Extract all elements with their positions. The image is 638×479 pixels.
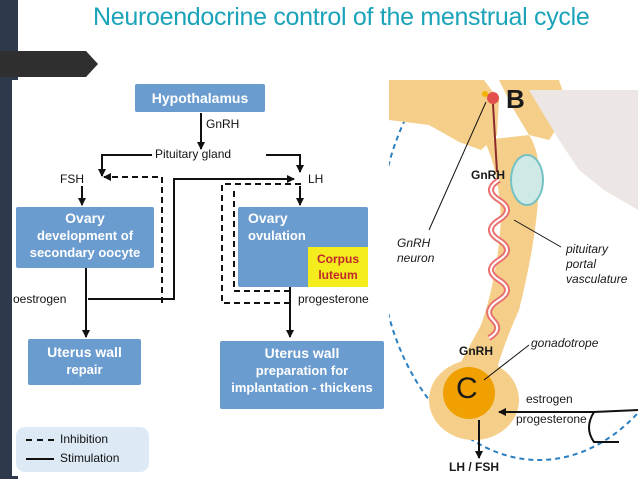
flow-diagram: Hypothalamus GnRH Pituitary gland FSH LH… xyxy=(12,80,386,476)
label-b: B xyxy=(506,84,525,114)
title-tab xyxy=(0,51,86,77)
dashed-line-swatch xyxy=(26,438,54,441)
gnrh-neuron-label: GnRH neuron xyxy=(397,236,434,266)
neuron-pointer xyxy=(428,101,487,231)
uterus-left-line1: repair xyxy=(66,362,103,377)
ovary-right-title: Ovary xyxy=(248,210,288,226)
corpus-line2: luteum xyxy=(318,268,358,282)
portal-vasculature-label: pituitary portal vasculature xyxy=(566,242,627,287)
flow-connectors xyxy=(78,113,304,338)
gonadotrope-cell xyxy=(443,367,495,419)
progesterone-label-anat: progesterone xyxy=(516,412,587,426)
neuron-dot xyxy=(482,91,488,97)
gnrh-neuron-line1: GnRH xyxy=(397,236,431,250)
neuron-body xyxy=(487,92,499,104)
outer-dashed-circle xyxy=(389,80,638,461)
ovary-right-box: Ovary ovulation xyxy=(238,207,368,287)
ovary-right-line1: ovulation xyxy=(248,228,306,243)
ovary-left-line1: development of xyxy=(36,228,134,243)
uterus-right-box: Uterus wall preparation for implantation… xyxy=(220,341,384,409)
legend-inhibition-label: Inhibition xyxy=(60,432,109,446)
gnrh-top-label: GnRH xyxy=(471,168,505,182)
ovary-left-line2: secondary oocyte xyxy=(29,245,141,260)
portal-line2: portal xyxy=(566,257,597,271)
legend: Inhibition Stimulation xyxy=(16,427,149,472)
uterus-right-title: Uterus wall xyxy=(264,345,340,361)
legend-stimulation: Stimulation xyxy=(26,451,119,465)
gnrh-label: GnRH xyxy=(206,117,240,131)
fsh-label: FSH xyxy=(60,172,84,186)
title-tab-arrow xyxy=(86,51,98,77)
anatomy-illustration: B GnRH GnRH neuron pituitary portal vasc… xyxy=(389,80,638,479)
gnrh-neuron-line2: neuron xyxy=(397,251,435,265)
neuron-axon xyxy=(492,103,498,173)
oestrogen-label: oestrogen xyxy=(13,292,67,306)
uterus-left-box: Uterus wall repair xyxy=(28,339,141,385)
oestrogen-inhibition-line xyxy=(103,173,163,303)
pituitary-lh-arrow xyxy=(266,154,304,173)
anatomy-drawing xyxy=(389,80,638,461)
gonadotrope-pointer xyxy=(483,344,530,381)
portal-line1: pituitary xyxy=(566,242,609,256)
progesterone-label: progesterone xyxy=(298,292,369,306)
corpus-luteum-box: Corpus luteum xyxy=(308,247,368,287)
posterior-lobe xyxy=(510,154,544,206)
corpus-line1: Corpus xyxy=(317,252,359,266)
legend-inhibition: Inhibition xyxy=(26,432,108,446)
background-tissue xyxy=(529,90,638,210)
ovary-left-title: Ovary xyxy=(65,210,105,226)
portal-vessel-highlight xyxy=(488,179,508,339)
pituitary-fsh-arrow xyxy=(98,154,152,177)
progesterone-inhibition-line-2 xyxy=(233,190,290,292)
pituitary-label: Pituitary gland xyxy=(155,147,232,161)
uterus-right-line2: implantation - thickens xyxy=(231,380,373,395)
uterus-right-line1: preparation for xyxy=(255,363,349,378)
estrogen-label: estrogen xyxy=(526,392,573,406)
gonadotrope-label: gonadotrope xyxy=(531,336,599,350)
label-c: C xyxy=(456,372,478,405)
solid-line-swatch xyxy=(26,457,54,460)
hypothalamus-box: Hypothalamus xyxy=(135,84,265,112)
feedback-loop xyxy=(588,409,638,443)
lh-label: LH xyxy=(308,172,324,186)
progesterone-inhibition-line xyxy=(221,183,304,304)
ovary-left-box: Ovary development of secondary oocyte xyxy=(16,207,154,268)
portal-line3: vasculature xyxy=(566,272,628,286)
oestrogen-stimulation-line xyxy=(88,175,295,300)
hypothalamus-region xyxy=(389,80,499,150)
slide-title: Neuroendocrine control of the menstrual … xyxy=(93,3,590,31)
lh-fsh-label: LH / FSH xyxy=(449,460,499,474)
legend-stimulation-label: Stimulation xyxy=(60,451,120,465)
portal-pointer xyxy=(513,219,562,248)
gnrh-bottom-label: GnRH xyxy=(459,344,493,358)
uterus-left-title: Uterus wall xyxy=(47,344,122,360)
